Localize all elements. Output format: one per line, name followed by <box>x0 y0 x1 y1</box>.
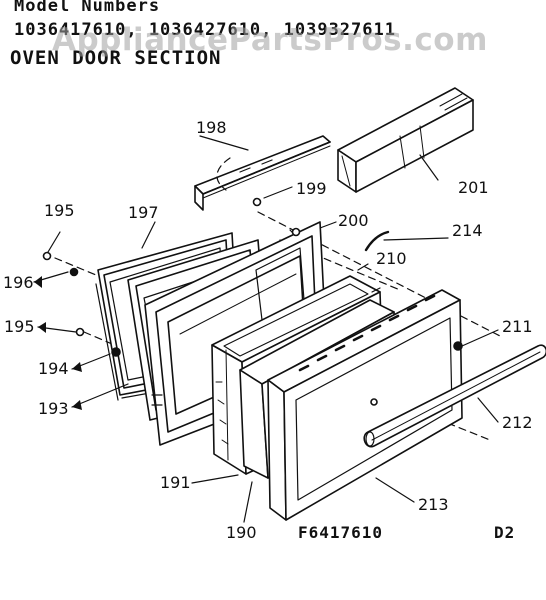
label-193: 193 <box>38 399 69 418</box>
label-214: 214 <box>452 221 483 240</box>
label-199: 199 <box>296 179 327 198</box>
label-197: 197 <box>128 203 159 222</box>
label-leaders <box>33 135 499 523</box>
part-213-outer-panel <box>267 289 463 521</box>
label-212: 212 <box>502 413 533 432</box>
section-title: OVEN DOOR SECTION <box>10 47 222 69</box>
watermark: AppliancePartsPros.com <box>52 22 488 58</box>
page-code: D2 <box>494 523 515 542</box>
label-213: 213 <box>418 495 449 514</box>
label-198: 198 <box>196 118 227 137</box>
hardware-screws <box>42 197 463 406</box>
label-201: 201 <box>458 178 489 197</box>
model-numbers-list: 1036417610, 1036427610, 1039327611 <box>14 20 396 40</box>
label-195-top: 195 <box>44 201 75 220</box>
part-198-channel <box>194 135 331 211</box>
label-190: 190 <box>226 523 257 542</box>
part-201-trim <box>337 87 474 193</box>
label-196: 196 <box>3 273 34 292</box>
label-211: 211 <box>502 317 533 336</box>
label-194: 194 <box>38 359 69 378</box>
figure-code: F6417610 <box>298 523 383 542</box>
label-210: 210 <box>376 249 407 268</box>
model-numbers-label: Model Numbers <box>14 0 161 16</box>
label-200: 200 <box>338 211 369 230</box>
label-195-bottom: 195 <box>4 317 35 336</box>
part-212-handle <box>363 344 546 448</box>
label-191: 191 <box>160 473 191 492</box>
